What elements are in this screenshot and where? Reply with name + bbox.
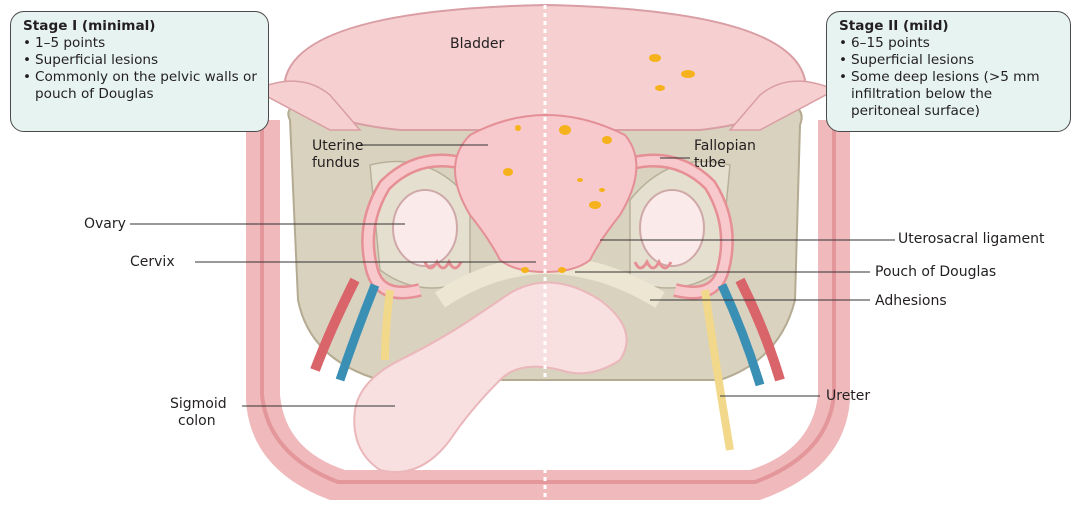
stage-one-list: 1–5 points Superficial lesions Commonly … (23, 35, 258, 103)
label-fallopian-tube-line1: Fallopian (694, 138, 756, 154)
label-uterine-fundus-line2: fundus (312, 155, 360, 171)
label-ovary: Ovary (84, 216, 126, 232)
label-pouch-of-douglas: Pouch of Douglas (875, 264, 996, 280)
stage-two-item: Superficial lesions (839, 52, 1060, 69)
stage-two-item: 6–15 points (839, 35, 1060, 52)
label-uterosacral-ligament: Uterosacral ligament (898, 231, 1044, 247)
stage-one-box: Stage I (minimal) 1–5 points Superficial… (10, 11, 269, 132)
stage-two-title: Stage II (mild) (839, 18, 1060, 35)
label-uterine-fundus-line1: Uterine (312, 138, 363, 154)
stage-one-item: Superficial lesions (23, 52, 258, 69)
stage-one-title: Stage I (minimal) (23, 18, 258, 35)
stage-two-box: Stage II (mild) 6–15 points Superficial … (826, 11, 1071, 132)
stage-one-item: 1–5 points (23, 35, 258, 52)
stage-two-list: 6–15 points Superficial lesions Some dee… (839, 35, 1060, 120)
ovary-right (640, 190, 704, 266)
stage-two-item: Some deep lesions (>5 mm infiltration be… (839, 69, 1060, 120)
ovary-left (393, 190, 457, 266)
stage-one-item: Commonly on the pelvic walls or pouch of… (23, 69, 258, 103)
label-cervix: Cervix (130, 254, 175, 270)
label-bladder: Bladder (450, 36, 504, 52)
label-sigmoid-colon-line2: colon (178, 413, 216, 429)
label-sigmoid-colon-line1: Sigmoid (170, 396, 227, 412)
label-ureter: Ureter (826, 388, 870, 404)
label-fallopian-tube-line2: tube (694, 155, 726, 171)
label-adhesions: Adhesions (875, 293, 947, 309)
